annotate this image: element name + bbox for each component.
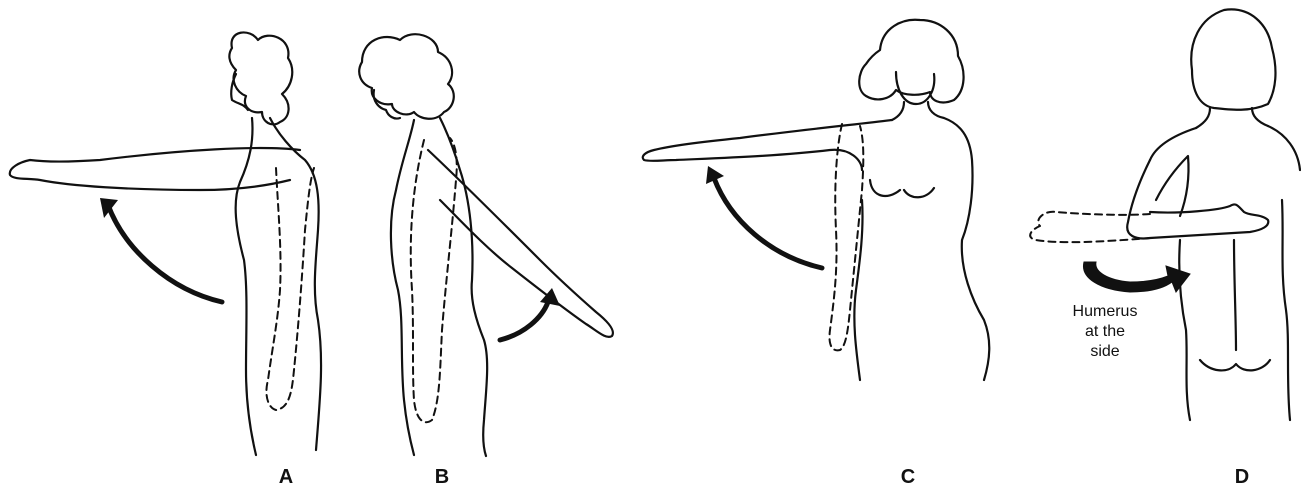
figure-c-hair — [859, 20, 963, 103]
figure-d-arm-rotated — [1030, 212, 1150, 242]
figure-b-back — [391, 120, 414, 455]
figure-a-motion-arc — [108, 205, 222, 302]
figure-a-arrowhead — [100, 198, 118, 218]
humerus-annotation: Humerus at the side — [1060, 302, 1150, 362]
annotation-line-2: at the — [1060, 322, 1150, 342]
figure-d-hair — [1191, 9, 1275, 109]
figure-c-neck-left — [892, 102, 904, 120]
figure-d-spine — [1234, 240, 1236, 350]
figure-a-hair — [229, 32, 292, 124]
figure-b-arm-rest — [411, 138, 457, 422]
panel-label-b: B — [422, 466, 462, 489]
figure-d-back-left — [1179, 240, 1190, 420]
figure-c-arm-rest — [829, 124, 863, 350]
figure-c-motion-arc — [714, 178, 822, 268]
figure-c-chest — [870, 180, 934, 197]
figure-b-arrowhead — [540, 288, 560, 306]
figure-a — [10, 32, 321, 455]
figure-c-arm — [643, 120, 892, 170]
figure-d-neck — [1196, 108, 1268, 128]
figure-d-forearm-up — [1156, 156, 1189, 216]
figure-d-back-right — [1282, 200, 1290, 420]
panel-label-a: A — [266, 466, 306, 489]
figure-b-hair — [359, 34, 454, 119]
figure-c-neck-right — [928, 102, 989, 380]
figure-b-motion-arc — [500, 302, 548, 340]
figure-b — [359, 34, 613, 456]
figure-b-arm — [428, 150, 613, 337]
panel-label-c: C — [888, 466, 928, 489]
annotation-line-1: Humerus — [1060, 302, 1150, 322]
figure-c-face — [896, 72, 934, 104]
figure-d-shoulders — [1150, 126, 1300, 170]
figure-d-rotation-arrow — [1083, 262, 1190, 292]
figure-d-buttocks — [1200, 360, 1270, 370]
panel-label-d: D — [1222, 466, 1262, 489]
figure-a-arm-rest — [266, 168, 314, 410]
figure-a-front — [236, 118, 256, 455]
annotation-line-3: side — [1060, 342, 1150, 362]
figure-d-arm — [1127, 160, 1268, 238]
figure-a-arm — [10, 148, 300, 190]
figure-c — [643, 20, 990, 380]
